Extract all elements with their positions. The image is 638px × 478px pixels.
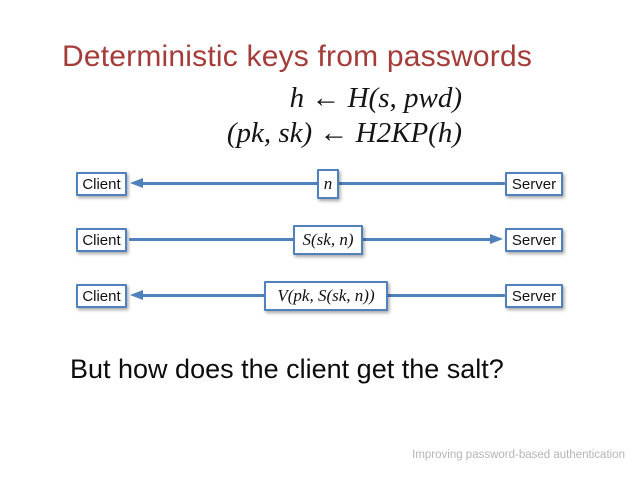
formula-block: h ← H(s, pwd) (pk, sk) ← H2KP(h) [0, 81, 462, 151]
message-label-nonce: n [317, 169, 339, 199]
arrow-right-icon [490, 234, 503, 244]
protocol-row-signature: Client S(sk, n) Server [0, 225, 638, 255]
message-label-signature: S(sk, n) [293, 225, 363, 255]
arrow-left-icon [130, 178, 143, 188]
server-box: Server [505, 284, 563, 308]
formula-keygen: (pk, sk) ← H2KP(h) [226, 117, 462, 149]
server-box: Server [505, 172, 563, 196]
client-box: Client [76, 284, 127, 308]
client-box: Client [76, 172, 127, 196]
protocol-row-nonce: Client n Server [0, 169, 638, 199]
client-box: Client [76, 228, 127, 252]
slide-title: Deterministic keys from passwords [62, 40, 533, 73]
message-label-verify: V(pk, S(sk, n)) [264, 281, 388, 311]
formula-hash: h ← H(s, pwd) [289, 82, 462, 114]
arrow-left-icon [130, 290, 143, 300]
question-text: But how does the client get the salt? [70, 354, 504, 384]
server-box: Server [505, 228, 563, 252]
protocol-row-verify: Client V(pk, S(sk, n)) Server [0, 281, 638, 311]
footer-text: Improving password-based authentication [412, 449, 625, 461]
